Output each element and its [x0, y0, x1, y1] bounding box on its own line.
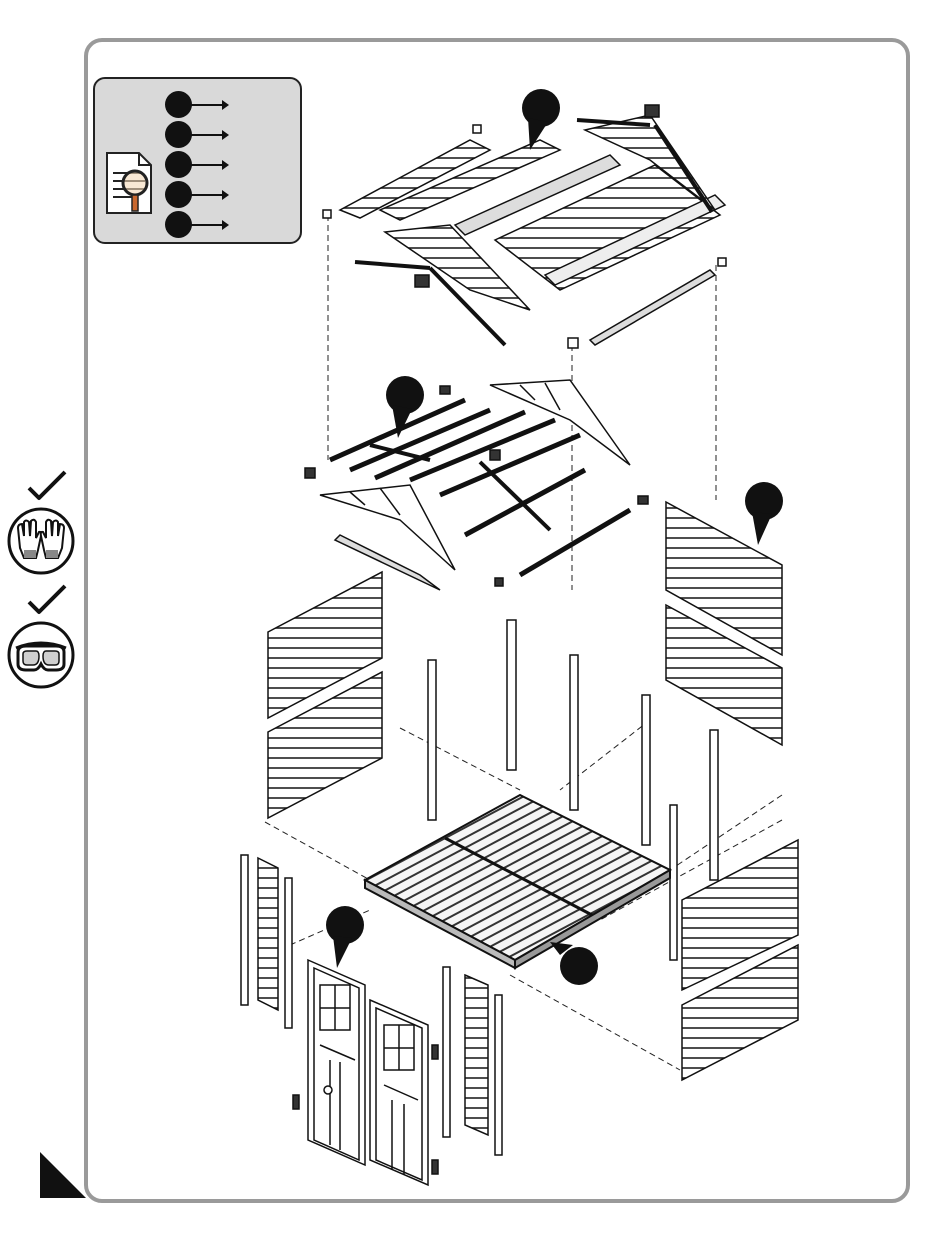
- back-wall-panels: [682, 840, 798, 1080]
- left-wall-panels: [268, 572, 382, 818]
- roof-frame-assembly: [305, 380, 648, 590]
- page-corner-marker: [40, 1152, 86, 1198]
- door-assembly: [293, 960, 438, 1185]
- right-wall-panels: [666, 502, 782, 745]
- floor-callout: [550, 942, 598, 985]
- roof-assembly: [323, 105, 726, 348]
- floor-assembly: [365, 795, 670, 968]
- right-wall-callout: [745, 482, 783, 545]
- door-callout: [326, 906, 364, 968]
